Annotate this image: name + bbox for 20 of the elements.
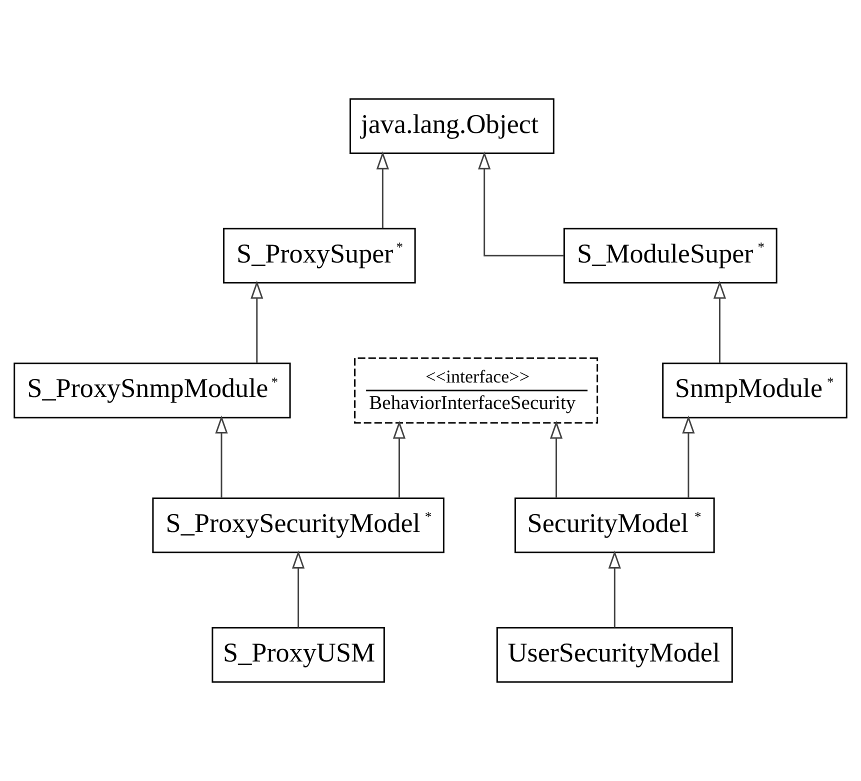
node-box: S_ProxyUSM bbox=[212, 627, 385, 683]
arrow bbox=[550, 420, 563, 498]
node-box: <<interface>> BehaviorInterfaceSecurity bbox=[354, 357, 598, 424]
arrow bbox=[215, 415, 228, 498]
node-box: SecurityModel * bbox=[514, 497, 715, 554]
arrow bbox=[250, 280, 264, 364]
arrow bbox=[376, 151, 389, 228]
arrow bbox=[478, 151, 564, 256]
node-box: S_ProxySuper* bbox=[223, 228, 416, 284]
arrow bbox=[682, 415, 695, 498]
arrow bbox=[392, 420, 406, 498]
node-box: java.lang.Object bbox=[350, 98, 554, 154]
arrow bbox=[713, 280, 726, 364]
node-box: SnmpModule * bbox=[662, 362, 848, 418]
node-box: UserSecurityModel bbox=[496, 627, 733, 683]
node-box: S_ProxySecurityModel * bbox=[152, 497, 444, 554]
node-box: S_ProxySnmpModule* bbox=[14, 362, 291, 418]
arrow bbox=[292, 550, 305, 628]
arrow bbox=[608, 550, 621, 628]
node-box: S_ModuleSuper * bbox=[563, 228, 778, 284]
